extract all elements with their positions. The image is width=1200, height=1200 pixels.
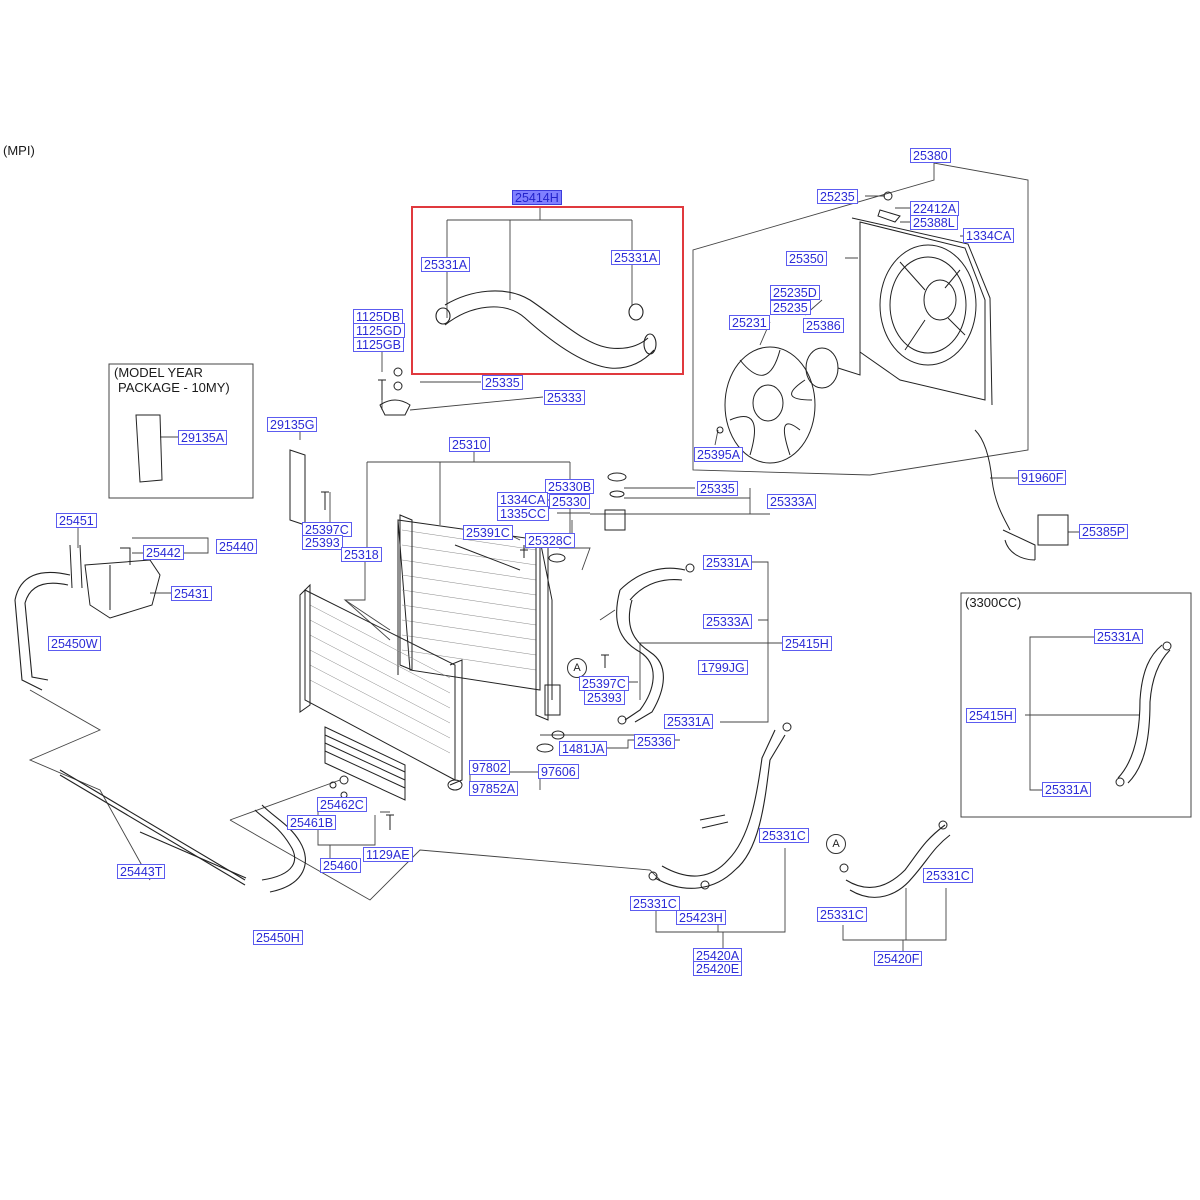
part-callout-25420E[interactable]: 25420E bbox=[693, 961, 743, 976]
part-callout-25415H[interactable]: 25415H bbox=[966, 708, 1016, 723]
part-callout-25451[interactable]: 25451 bbox=[56, 513, 97, 528]
part-callout-1129AE[interactable]: 1129AE bbox=[363, 847, 413, 862]
part-callout-25431[interactable]: 25431 bbox=[171, 586, 212, 601]
part-callout-25231[interactable]: 25231 bbox=[729, 315, 770, 330]
part-callout-25460[interactable]: 25460 bbox=[320, 858, 361, 873]
inset-box-3300cc bbox=[960, 592, 1192, 818]
part-callout-25420A[interactable]: 25420A bbox=[693, 948, 743, 963]
part-callout-25393[interactable]: 25393 bbox=[302, 535, 343, 550]
part-callout-25461B[interactable]: 25461B bbox=[287, 815, 337, 830]
inset-label-3300cc: (3300CC) bbox=[965, 595, 1022, 610]
part-callout-1125DB[interactable]: 1125DB bbox=[353, 309, 404, 324]
part-callout-25333A[interactable]: 25333A bbox=[767, 494, 817, 509]
part-callout-25386[interactable]: 25386 bbox=[803, 318, 844, 333]
part-callout-25331C[interactable]: 25331C bbox=[817, 907, 867, 922]
part-callout-25328C[interactable]: 25328C bbox=[525, 533, 575, 548]
part-callout-25415H[interactable]: 25415H bbox=[782, 636, 832, 651]
part-callout-25235[interactable]: 25235 bbox=[770, 300, 811, 315]
part-callout-25331A[interactable]: 25331A bbox=[703, 555, 753, 570]
inset-box-model-year bbox=[108, 363, 254, 499]
part-callout-25333[interactable]: 25333 bbox=[544, 390, 585, 405]
part-callout-25380[interactable]: 25380 bbox=[910, 148, 951, 163]
part-callout-25310[interactable]: 25310 bbox=[449, 437, 490, 452]
part-callout-29135G[interactable]: 29135G bbox=[267, 417, 318, 432]
reference-marker-a: A bbox=[826, 834, 846, 854]
part-callout-1125GD[interactable]: 1125GD bbox=[353, 323, 405, 338]
part-callout-25235[interactable]: 25235 bbox=[817, 189, 858, 204]
part-callout-25420F[interactable]: 25420F bbox=[874, 951, 923, 966]
condenser-drawing bbox=[299, 583, 463, 786]
part-callout-25442[interactable]: 25442 bbox=[143, 545, 184, 560]
part-callout-25331A[interactable]: 25331A bbox=[664, 714, 714, 729]
part-callout-91960F[interactable]: 91960F bbox=[1018, 470, 1067, 485]
part-callout-25414H-selected[interactable]: 25414H bbox=[512, 190, 562, 205]
part-callout-29135A[interactable]: 29135A bbox=[178, 430, 228, 445]
part-callout-25440[interactable]: 25440 bbox=[216, 539, 257, 554]
part-callout-25333A[interactable]: 25333A bbox=[703, 614, 753, 629]
part-callout-25330[interactable]: 25330 bbox=[549, 494, 590, 509]
part-callout-25385P[interactable]: 25385P bbox=[1079, 524, 1129, 539]
part-callout-1799JG[interactable]: 1799JG bbox=[698, 660, 748, 675]
inset-label-package: PACKAGE - 10MY) bbox=[118, 380, 230, 395]
part-callout-25235D[interactable]: 25235D bbox=[770, 285, 820, 300]
part-callout-25391C[interactable]: 25391C bbox=[463, 525, 513, 540]
part-callout-25443T[interactable]: 25443T bbox=[117, 864, 166, 879]
part-callout-25388L[interactable]: 25388L bbox=[910, 215, 958, 230]
part-callout-25335[interactable]: 25335 bbox=[697, 481, 738, 496]
part-callout-25330B[interactable]: 25330B bbox=[545, 479, 595, 494]
part-callout-25335[interactable]: 25335 bbox=[482, 375, 523, 390]
part-callout-25450W[interactable]: 25450W bbox=[48, 636, 101, 651]
highlight-frame bbox=[411, 206, 684, 375]
part-callout-25397C[interactable]: 25397C bbox=[302, 522, 352, 537]
part-callout-97802[interactable]: 97802 bbox=[469, 760, 510, 775]
part-callout-25423H[interactable]: 25423H bbox=[676, 910, 726, 925]
expansion-tank-drawing bbox=[69, 544, 161, 619]
part-callout-97852A[interactable]: 97852A bbox=[469, 781, 519, 796]
part-callout-25397C[interactable]: 25397C bbox=[579, 676, 629, 691]
part-callout-25331C[interactable]: 25331C bbox=[923, 868, 973, 883]
part-callout-1335CC[interactable]: 1335CC bbox=[497, 506, 549, 521]
part-callout-25318[interactable]: 25318 bbox=[341, 547, 382, 562]
part-callout-1334CA[interactable]: 1334CA bbox=[497, 492, 549, 507]
reference-marker-a: A bbox=[567, 658, 587, 678]
hardware-drawing bbox=[135, 191, 1172, 890]
part-callout-25350[interactable]: 25350 bbox=[786, 251, 827, 266]
upper-hose-drawing bbox=[435, 290, 657, 369]
part-callout-1334CA[interactable]: 1334CA bbox=[963, 228, 1015, 243]
hoses-drawing bbox=[14, 567, 1171, 898]
fan-shroud-drawing bbox=[724, 217, 993, 464]
part-callout-25393[interactable]: 25393 bbox=[584, 690, 625, 705]
part-callout-22412A[interactable]: 22412A bbox=[910, 201, 960, 216]
part-callout-25331A[interactable]: 25331A bbox=[1094, 629, 1144, 644]
variant-label: (MPI) bbox=[3, 143, 35, 158]
part-callout-25331A[interactable]: 25331A bbox=[1042, 782, 1092, 797]
part-callout-25331A[interactable]: 25331A bbox=[421, 257, 471, 272]
part-callout-97606[interactable]: 97606 bbox=[538, 764, 579, 779]
inset-label-model-year: (MODEL YEAR bbox=[114, 365, 203, 380]
part-callout-25331C[interactable]: 25331C bbox=[759, 828, 809, 843]
part-callout-25331A[interactable]: 25331A bbox=[611, 250, 661, 265]
part-callout-25395A[interactable]: 25395A bbox=[694, 447, 744, 462]
part-callout-25462C[interactable]: 25462C bbox=[317, 797, 367, 812]
part-callout-1125GB[interactable]: 1125GB bbox=[353, 337, 404, 352]
part-callout-25331C[interactable]: 25331C bbox=[630, 896, 680, 911]
part-callout-1481JA[interactable]: 1481JA bbox=[559, 741, 608, 756]
part-callout-25336[interactable]: 25336 bbox=[634, 734, 675, 749]
part-callout-25450H[interactable]: 25450H bbox=[253, 930, 303, 945]
oil-cooler-drawing bbox=[324, 726, 406, 801]
leader-lines bbox=[28, 162, 1140, 952]
